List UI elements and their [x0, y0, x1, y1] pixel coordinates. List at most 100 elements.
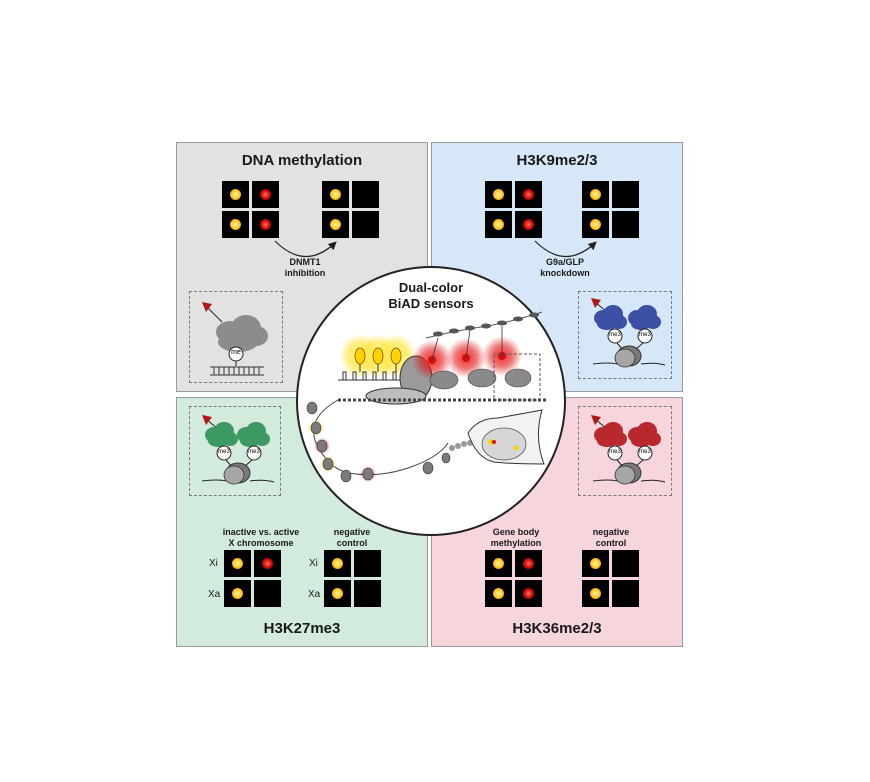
curved-arrow-icon [274, 240, 337, 258]
row-label-xa: Xa [208, 589, 221, 600]
column-header: Gene body methylation [476, 527, 556, 549]
image-cell [252, 211, 279, 238]
image-cell [354, 580, 381, 607]
column-header-line1: Gene body [492, 527, 540, 537]
reader-protein-on-dna-icon [202, 302, 268, 376]
reader-schematic-box: me3 me3 [578, 406, 672, 496]
red-signal [260, 219, 271, 230]
column-header-line2: control [336, 538, 368, 548]
yellow-signal [493, 189, 504, 200]
me3-label: me3 [639, 449, 651, 455]
panel-dna-methylation: DNA methylation DNMT1 inhibition [176, 142, 428, 392]
image-cell [612, 211, 639, 238]
me-label: me [231, 349, 241, 356]
row-label-xi: Xi [309, 558, 318, 569]
yellow-signal [232, 588, 243, 599]
treatment-label: G9a/GLP knockdown [532, 257, 598, 279]
image-cell [582, 181, 609, 208]
reader-protein-on-nucleosome-icon [591, 298, 666, 368]
yellow-signal [232, 558, 243, 569]
yellow-signal [493, 558, 504, 569]
me3-label: me3 [639, 332, 651, 338]
after-grid [582, 181, 639, 238]
row-label-xi: Xi [209, 558, 218, 569]
me3-label: me3 [609, 332, 621, 338]
image-cell [485, 181, 512, 208]
treatment-label: DNMT1 inhibition [273, 257, 337, 279]
panel-title: DNA methylation [241, 152, 363, 169]
image-cell [515, 181, 542, 208]
image-cell [515, 580, 542, 607]
image-cell [612, 181, 639, 208]
red-signal [523, 558, 534, 569]
red-signal [260, 189, 271, 200]
column-header-line1: negative [333, 527, 371, 537]
red-signal [523, 219, 534, 230]
xchrom-grid [224, 550, 281, 607]
negative-control-grid [582, 550, 639, 607]
column-header: negative control [578, 527, 644, 549]
yellow-signal [330, 189, 341, 200]
treatment-label-line1: G9a/GLP [545, 257, 584, 267]
column-header: negative control [319, 527, 385, 549]
treatment-label-line2: inhibition [284, 268, 326, 278]
image-cell [485, 550, 512, 577]
image-cell [352, 181, 379, 208]
row-label-xa: Xa [308, 589, 321, 600]
image-cell [612, 550, 639, 577]
image-cell [322, 181, 349, 208]
column-header-line2: X chromosome [228, 538, 294, 548]
panel-title: H3K27me3 [263, 620, 341, 637]
center-schematic: Dual-color BiAD sensors [296, 266, 566, 536]
center-title-line1: Dual-color [398, 280, 464, 295]
image-cell [224, 580, 251, 607]
image-cell [354, 550, 381, 577]
image-cell [582, 550, 609, 577]
after-grid [322, 181, 379, 238]
column-header: inactive vs. active X chromosome [201, 527, 321, 549]
column-header-line1: inactive vs. active [222, 527, 300, 537]
before-grid [222, 181, 279, 238]
yellow-signal [590, 219, 601, 230]
column-header-line2: control [595, 538, 627, 548]
reader-protein-on-nucleosome-icon [591, 415, 666, 485]
me3-label: me3 [609, 449, 621, 455]
image-cell [254, 580, 281, 607]
image-cell [322, 211, 349, 238]
red-signal [523, 588, 534, 599]
image-cell [582, 211, 609, 238]
image-cell [324, 550, 351, 577]
yellow-signal [590, 588, 601, 599]
image-cell [352, 211, 379, 238]
biad-sensor-illustration [306, 311, 548, 483]
image-cell [222, 181, 249, 208]
me3-label: me3 [218, 449, 230, 455]
image-cell [222, 211, 249, 238]
center-title-line2: BiAD sensors [388, 296, 474, 311]
image-cell [515, 211, 542, 238]
treatment-label-line1: DNMT1 [289, 257, 321, 267]
yellow-signal [230, 189, 241, 200]
curved-arrow-icon [534, 240, 597, 258]
yellow-signal [330, 219, 341, 230]
image-cell [224, 550, 251, 577]
image-cell [582, 580, 609, 607]
yellow-signal [590, 558, 601, 569]
yellow-signal [332, 558, 343, 569]
yellow-signal [332, 588, 343, 599]
negative-control-grid [324, 550, 381, 607]
image-cell [612, 580, 639, 607]
yellow-signal [590, 189, 601, 200]
center-title: Dual-color BiAD sensors [298, 280, 564, 312]
yellow-signal [230, 219, 241, 230]
gene-body-grid [485, 550, 542, 607]
reader-schematic-box: me [189, 291, 283, 383]
before-grid [485, 181, 542, 238]
image-cell [324, 580, 351, 607]
red-signal [262, 558, 273, 569]
panel-title: H3K9me2/3 [516, 152, 598, 169]
image-cell [252, 181, 279, 208]
yellow-signal [493, 588, 504, 599]
me3-label: me3 [248, 449, 260, 455]
cell-outline [467, 409, 545, 465]
